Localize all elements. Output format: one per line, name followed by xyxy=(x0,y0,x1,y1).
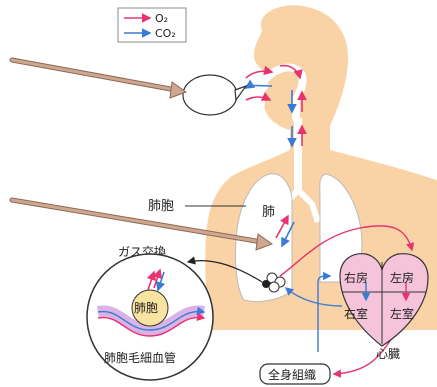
whole-body-tissue-label: 全身組織 xyxy=(268,367,316,382)
right-atrium-label: 右房 xyxy=(344,270,368,285)
left-ventricle-label: 左室 xyxy=(390,306,414,321)
left-atrium-label: 左房 xyxy=(390,270,414,285)
heart-label: 心臓 xyxy=(376,347,400,361)
lung-label: 肺 xyxy=(262,205,275,220)
capillary-label: 肺胞毛細血管 xyxy=(104,350,176,365)
speech-bubble-icon xyxy=(183,75,246,115)
alveolus-pointer-label: 肺胞 xyxy=(148,199,174,214)
heart xyxy=(340,254,428,346)
pointer-arrow-icon xyxy=(12,60,186,98)
alveolus-inset-label: 肺胞 xyxy=(134,301,158,315)
right-ventricle-label: 右室 xyxy=(344,306,368,321)
legend: O₂ CO₂ xyxy=(118,8,186,42)
legend-co2-label: CO₂ xyxy=(155,27,176,40)
legend-o2-label: O₂ xyxy=(155,12,168,25)
